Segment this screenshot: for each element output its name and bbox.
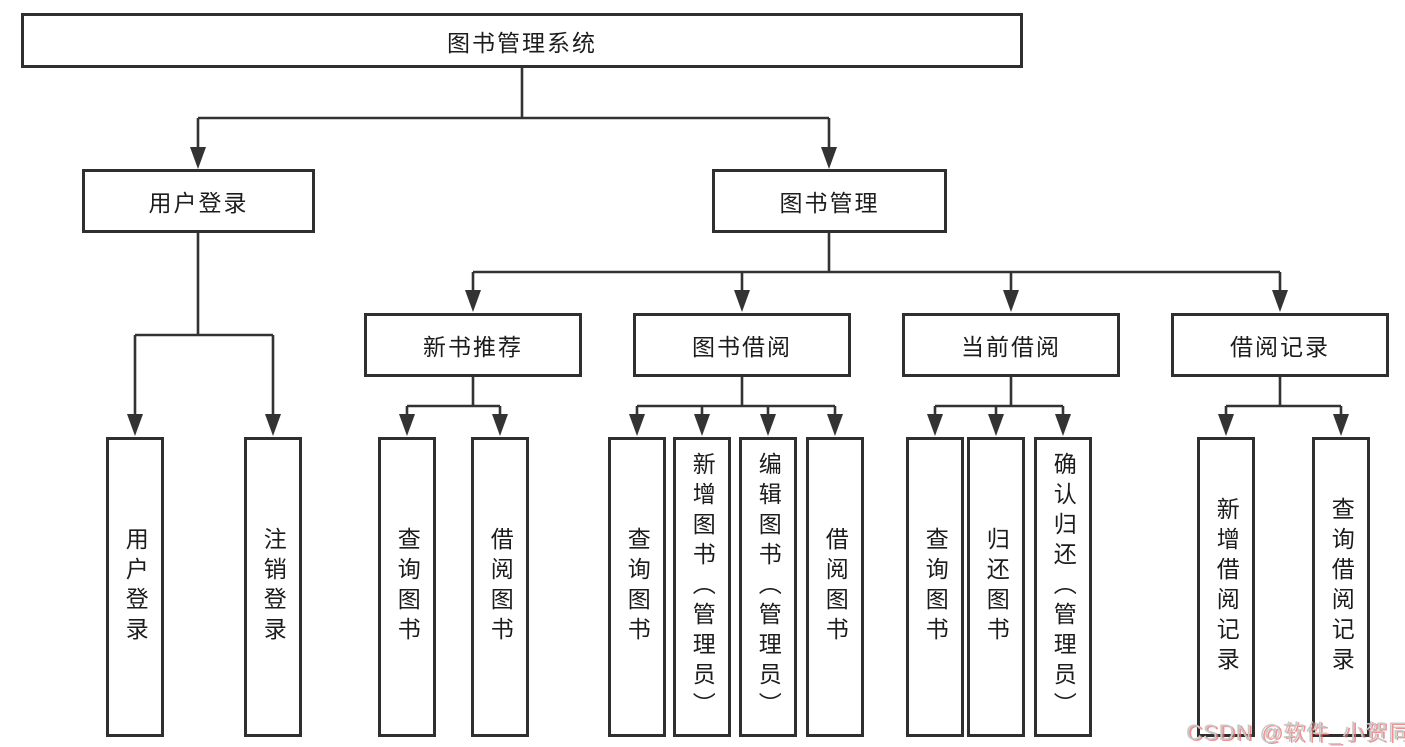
node-root-label: 图书管理系统 — [447, 29, 597, 56]
leaf-borrow-borrow-label: 借阅图书 — [822, 527, 849, 647]
leaf-current-return-label: 归还图书 — [983, 527, 1010, 647]
leaf-borrow-add-admin-label: 新增图书（管理员） — [689, 452, 716, 722]
leaf-current-query: 查询图书 — [906, 437, 964, 737]
node-book-borrow: 图书借阅 — [633, 313, 851, 377]
leaf-borrow-edit-admin-label: 编辑图书（管理员） — [755, 452, 782, 722]
leaf-newbook-query-label: 查询图书 — [394, 527, 421, 647]
connector-borrow-branch — [629, 377, 843, 436]
leaf-current-query-label: 查询图书 — [922, 527, 949, 647]
leaf-records-add-label: 新增借阅记录 — [1213, 497, 1240, 677]
connector-newbook-branch — [399, 377, 508, 436]
node-current-borrow-label: 当前借阅 — [961, 334, 1061, 360]
connector-root-branch — [190, 68, 837, 169]
leaf-newbook-borrow: 借阅图书 — [471, 437, 529, 737]
connector-management-branch — [465, 233, 1288, 312]
node-book-management-label: 图书管理 — [779, 190, 880, 216]
leaf-user-login: 用户登录 — [106, 437, 164, 737]
leaf-records-add: 新增借阅记录 — [1197, 437, 1255, 737]
connector-login-branch — [127, 233, 281, 436]
leaf-logout: 注销登录 — [244, 437, 302, 737]
connector-current-branch — [927, 377, 1071, 436]
leaf-current-confirm-return-admin-label: 确认归还（管理员） — [1050, 452, 1077, 722]
leaf-borrow-edit-admin: 编辑图书（管理员） — [739, 437, 797, 737]
leaf-newbook-borrow-label: 借阅图书 — [487, 527, 514, 647]
leaf-borrow-query-label: 查询图书 — [624, 527, 651, 647]
node-user-login-label: 用户登录 — [148, 190, 249, 216]
connector-records-branch — [1218, 377, 1349, 436]
leaf-borrow-borrow: 借阅图书 — [806, 437, 864, 737]
leaf-borrow-add-admin: 新增图书（管理员） — [673, 437, 731, 737]
leaf-borrow-query: 查询图书 — [608, 437, 666, 737]
node-new-book-recommend-label: 新书推荐 — [423, 334, 523, 360]
node-root: 图书管理系统 — [21, 13, 1023, 68]
node-book-management: 图书管理 — [712, 169, 947, 233]
node-borrow-records: 借阅记录 — [1171, 313, 1389, 377]
node-current-borrow: 当前借阅 — [902, 313, 1120, 377]
leaf-current-return: 归还图书 — [967, 437, 1025, 737]
node-new-book-recommend: 新书推荐 — [364, 313, 582, 377]
node-book-borrow-label: 图书借阅 — [692, 334, 792, 360]
node-user-login: 用户登录 — [82, 169, 315, 233]
leaf-logout-label: 注销登录 — [260, 527, 287, 647]
leaf-records-query: 查询借阅记录 — [1312, 437, 1370, 737]
leaf-user-login-label: 用户登录 — [122, 527, 149, 647]
node-borrow-records-label: 借阅记录 — [1230, 334, 1330, 360]
leaf-newbook-query: 查询图书 — [378, 437, 436, 737]
leaf-records-query-label: 查询借阅记录 — [1328, 497, 1355, 677]
csdn-watermark: CSDN @软件_小贺同学 — [1186, 720, 1405, 745]
leaf-current-confirm-return-admin: 确认归还（管理员） — [1034, 437, 1092, 737]
